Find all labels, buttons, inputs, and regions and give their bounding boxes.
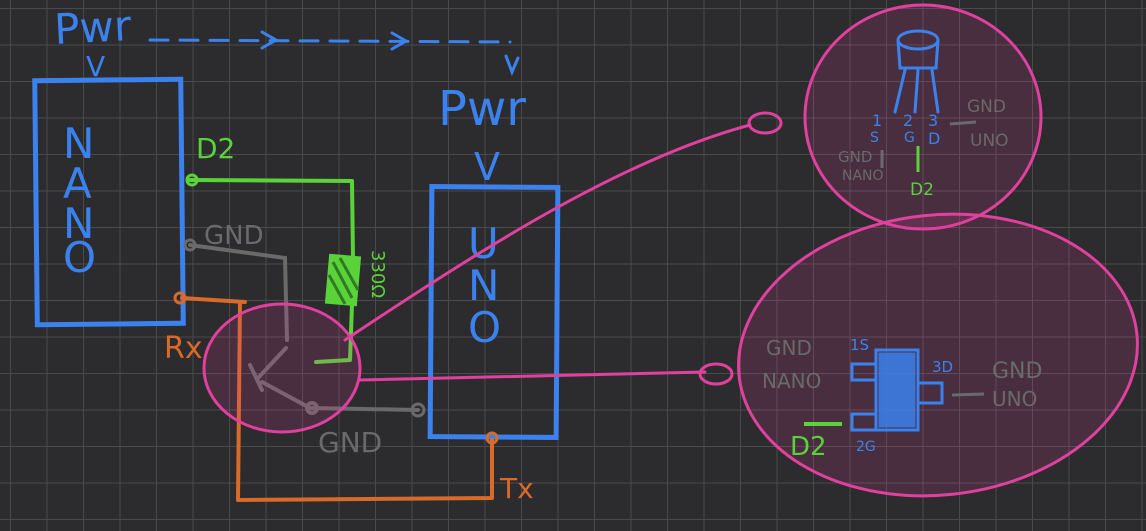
top-pin-g: G (904, 130, 915, 146)
top-pin-d: D (928, 129, 940, 148)
sot-hatch (878, 352, 916, 428)
uno-letter-n: N (468, 261, 499, 310)
top-pin-s: S (870, 130, 879, 146)
bottom-d2-label: D2 (790, 432, 827, 462)
power-link-arrow (148, 30, 520, 77)
to92-transistor (893, 29, 940, 114)
nano-letter-o: O (63, 233, 96, 282)
rx-label: Rx (164, 331, 203, 366)
rx-pin (173, 291, 187, 305)
top-gnd-uno-label-2: UNO (970, 131, 1009, 151)
bottom-d-label: 3D (932, 358, 953, 376)
top-pin-1: 1 (872, 111, 882, 130)
bottom-gnd-uno-line (951, 392, 985, 397)
sot-package (850, 348, 944, 432)
nano-board (32, 76, 186, 328)
uno-pwr-label: Pwr (438, 81, 526, 137)
tx-label: Tx (499, 472, 534, 505)
bottom-s-label: 1S (850, 336, 869, 354)
callout-lines (343, 111, 783, 386)
top-pin-3: 3 (928, 111, 938, 130)
nano-letter-a: A (63, 159, 92, 208)
nano-letter-n2: N (63, 199, 94, 248)
gnd-wire-nano (188, 243, 289, 342)
bottom-g-label: 2G (856, 439, 876, 455)
nano-pwr-label: Pwr (53, 1, 133, 54)
serial-wire (180, 296, 494, 502)
gnd-wire-uno (310, 406, 420, 412)
top-d2-label: D2 (910, 180, 934, 200)
bottom-gnd-nano-label-1: GND (766, 336, 812, 360)
d2-label: D2 (196, 132, 235, 165)
gnd-top-label: GND (204, 221, 264, 251)
gnd-pin-nano (183, 238, 197, 252)
top-gnd-nano-label-2: NANO (842, 168, 884, 184)
top-gnd-nano-label-1: GND (838, 148, 872, 166)
top-gnd-uno-label-1: GND (967, 97, 1006, 117)
d2-pin (185, 173, 199, 187)
uno-letter-o: O (468, 303, 501, 352)
uno-board (427, 184, 561, 440)
bottom-gnd-uno-label-2: UNO (992, 387, 1037, 411)
top-pin-2: 2 (903, 111, 913, 130)
bottom-gnd-nano-label-2: NANO (762, 369, 821, 393)
nano-letter-n1: N (63, 119, 94, 168)
uno-pwr-arrow: V (474, 145, 500, 189)
top-detail-bubble (803, 3, 1043, 231)
nano-pwr-arrow: V (86, 50, 105, 83)
tx-pin (485, 431, 499, 445)
mosfet-highlight (202, 302, 362, 434)
resistor-label: 330Ω (367, 250, 388, 298)
bottom-gnd-uno-label-1: GND (992, 359, 1042, 384)
d2-wire (188, 178, 355, 364)
gnd-pin-uno (410, 402, 426, 418)
resistor (324, 253, 362, 307)
mosfet-symbol (248, 346, 319, 415)
gnd-bottom-label: GND (318, 426, 382, 459)
top-gnd-uno-line (949, 120, 977, 126)
